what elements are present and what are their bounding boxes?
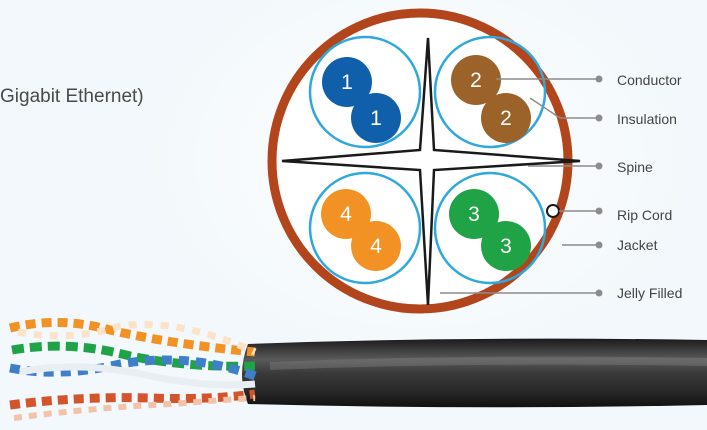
dot-jacket — [596, 242, 603, 249]
pair-2-number-a: 2 — [470, 69, 482, 92]
rip-cord — [547, 205, 559, 217]
label-conductor: Conductor — [617, 72, 682, 88]
pair-3-number-b: 3 — [500, 235, 512, 258]
wire-brown — [10, 394, 255, 405]
dot-rip-cord — [596, 208, 603, 215]
pair-1-number-b: 1 — [370, 107, 382, 130]
label-rip-cord: Rip Cord — [617, 207, 672, 223]
pair-2-number-b: 2 — [500, 107, 512, 130]
pair-1-number-a: 1 — [341, 71, 353, 94]
dot-spine — [596, 163, 603, 170]
pair-4-number-b: 4 — [370, 235, 382, 258]
dot-insulation — [596, 115, 603, 122]
dot-conductor — [596, 76, 603, 83]
label-jelly-filled: Jelly Filled — [617, 285, 682, 301]
cable-jacket-side — [242, 339, 707, 408]
dot-jelly — [596, 290, 603, 297]
pair-4-number-a: 4 — [340, 203, 352, 226]
pair-3-number-a: 3 — [468, 203, 480, 226]
label-insulation: Insulation — [617, 111, 677, 127]
label-jacket: Jacket — [617, 237, 657, 253]
label-spine: Spine — [617, 159, 653, 175]
